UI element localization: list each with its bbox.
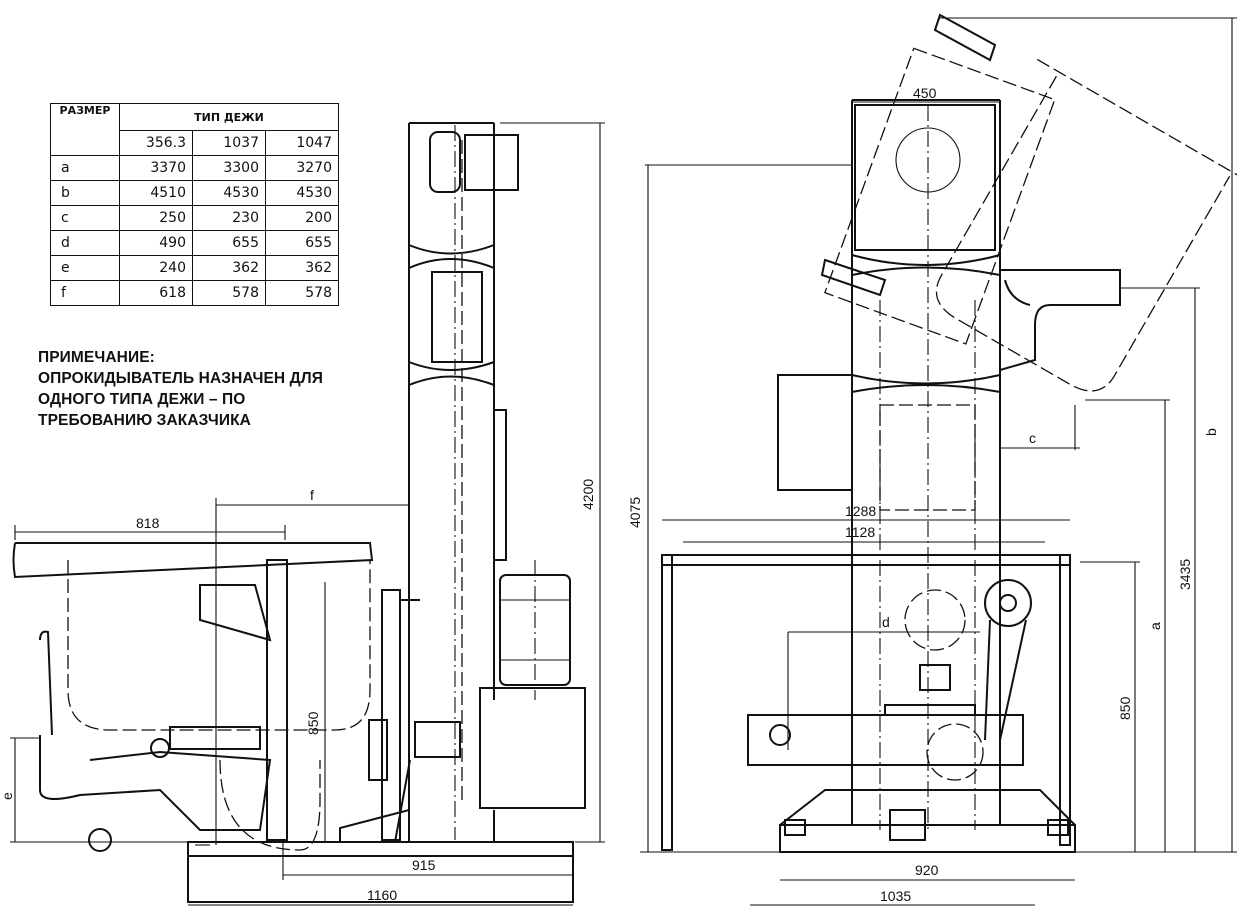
row-value: 4510 (119, 180, 193, 206)
row-value: 362 (265, 255, 339, 281)
table-row: e 240 362 362 (50, 255, 339, 281)
side-tilt-arm (12, 542, 374, 579)
dim-b-label: b (1203, 428, 1219, 436)
note-line: ОПРОКИДЫВАТЕЛЬ НАЗНАЧЕН ДЛЯ (38, 370, 323, 387)
dim-4200-label: 4200 (580, 479, 596, 510)
table-header-row: РАЗМЕР ТИП ДЕЖИ (50, 103, 339, 156)
table-row: f 618 578 578 (50, 280, 339, 306)
row-label: a (50, 155, 120, 181)
front-view (661, 13, 1237, 853)
side-base-plate (187, 841, 574, 903)
side-column (408, 122, 495, 842)
front-column (851, 99, 1001, 825)
dim-d-label: d (882, 614, 890, 630)
table-row: a 3370 3300 3270 (50, 155, 339, 181)
row-value: 240 (119, 255, 193, 281)
front-pulley (984, 579, 1032, 627)
row-label: e (50, 255, 120, 281)
row-value: 4530 (265, 180, 339, 206)
dim-f-label: f (310, 487, 314, 503)
side-view (12, 122, 586, 903)
row-value: 362 (192, 255, 266, 281)
dim-818-label: 818 (136, 515, 160, 531)
size-table: РАЗМЕР ТИП ДЕЖИ 356.3 1037 1047 a 3370 3… (50, 103, 339, 306)
dim-1035-label: 1035 (880, 888, 911, 904)
row-value: 3300 (192, 155, 266, 181)
row-label: f (50, 280, 120, 306)
dim-1288-label: 1288 (845, 503, 876, 519)
front-tilted-bowl (935, 75, 1231, 392)
front-view-dimensions (640, 17, 1237, 906)
side-view-dimensions (10, 122, 605, 906)
row-label: d (50, 230, 120, 256)
row-value: 578 (192, 280, 266, 306)
table-row: d 490 655 655 (50, 230, 339, 256)
dim-4075-label: 4075 (627, 497, 643, 528)
row-label: b (50, 180, 120, 206)
note-line: ТРЕБОВАНИЮ ЗАКАЗЧИКА (38, 412, 251, 429)
row-value: 3370 (119, 155, 193, 181)
row-label: c (50, 205, 120, 231)
row-value: 655 (192, 230, 266, 256)
table-header-type: ТИП ДЕЖИ (119, 103, 339, 131)
drawing-note: ПРИМЕЧАНИЕ: ОПРОКИДЫВАТЕЛЬ НАЗНАЧЕН ДЛЯ … (38, 347, 323, 431)
type-col-3: 1047 (265, 130, 339, 156)
type-col-2: 1037 (192, 130, 266, 156)
table-row: c 250 230 200 (50, 205, 339, 231)
row-value: 4530 (192, 180, 266, 206)
dim-e-label: e (0, 792, 15, 800)
dim-915-label: 915 (412, 857, 436, 873)
row-value: 578 (265, 280, 339, 306)
dim-1128-label: 1128 (845, 524, 875, 540)
row-value: 200 (265, 205, 339, 231)
table-header-size: РАЗМЕР (50, 103, 120, 156)
dim-450-label: 450 (913, 85, 937, 101)
side-bowl-cart (39, 735, 272, 831)
row-value: 655 (265, 230, 339, 256)
row-value: 250 (119, 205, 193, 231)
dim-3435-label: 3435 (1177, 559, 1193, 590)
table-types-row: 356.3 1037 1047 (51, 130, 339, 156)
row-value: 230 (192, 205, 266, 231)
dim-1160-label: 1160 (367, 887, 397, 903)
row-value: 490 (119, 230, 193, 256)
note-line: ОДНОГО ТИПА ДЕЖИ – ПО (38, 391, 246, 408)
front-base-plate (779, 824, 1076, 853)
row-value: 618 (119, 280, 193, 306)
side-kneading-bowl (67, 560, 371, 731)
row-value: 3270 (265, 155, 339, 181)
dim-c-label: c (1029, 430, 1036, 446)
front-chute (999, 269, 1121, 371)
table-row: b 4510 4530 4530 (50, 180, 339, 206)
note-title: ПРИМЕЧАНИЕ: (38, 349, 155, 366)
dim-850-front-label: 850 (1117, 696, 1133, 720)
dim-850-side-label: 850 (305, 711, 321, 735)
dim-a-label: a (1147, 622, 1163, 630)
type-col-1: 356.3 (119, 130, 193, 156)
dim-920-label: 920 (915, 862, 939, 878)
